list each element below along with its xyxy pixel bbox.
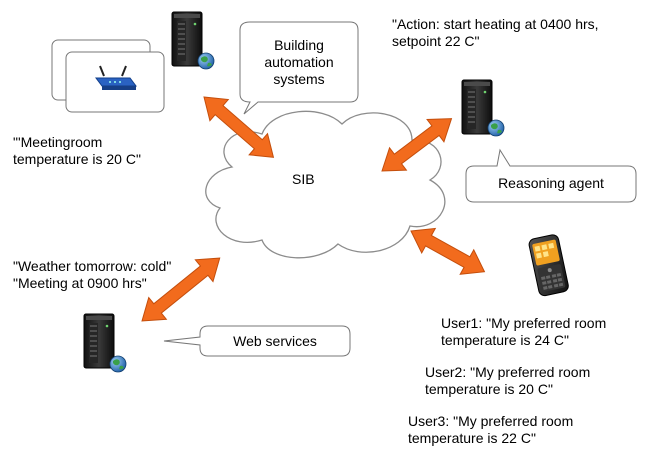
- building-label: Building automation systems: [264, 37, 334, 87]
- reasoning-server-icon: [461, 79, 493, 135]
- action-text: "Action: start heating at 0400 hrs, setp…: [392, 16, 599, 49]
- building-callout: [239, 21, 359, 115]
- user3-text: User3: "My preferred room temperature is…: [408, 413, 574, 446]
- phone-icon: [528, 234, 569, 297]
- sib-label: SIB: [292, 171, 315, 187]
- weather-text: "Weather tomorrow: cold" "Meeting at 090…: [13, 258, 172, 291]
- webservices-label: Web services: [233, 333, 317, 349]
- arrow-sib-reasoning: [381, 118, 453, 172]
- webservices-callout: [163, 325, 351, 357]
- meetingroom-text: "'Meetingroom temperature is 20 C": [13, 134, 141, 167]
- reasoning-label: Reasoning agent: [498, 175, 604, 191]
- reasoning-globe-icon: [487, 119, 505, 137]
- reasoning-callout: [465, 148, 637, 203]
- webservices-globe-icon: [109, 355, 127, 373]
- building-server-icon: [171, 11, 203, 67]
- arrow-sib-phone: [410, 227, 486, 275]
- arrow-webservices-sib: [141, 257, 221, 322]
- router-icon: [95, 65, 137, 90]
- user1-text: User1: "My preferred room temperature is…: [441, 315, 607, 348]
- user2-text: User2: "My preferred room temperature is…: [425, 364, 591, 397]
- webservices-server-icon: [83, 313, 115, 369]
- building-globe-icon: [197, 52, 215, 70]
- arrow-building-sib: [203, 96, 275, 158]
